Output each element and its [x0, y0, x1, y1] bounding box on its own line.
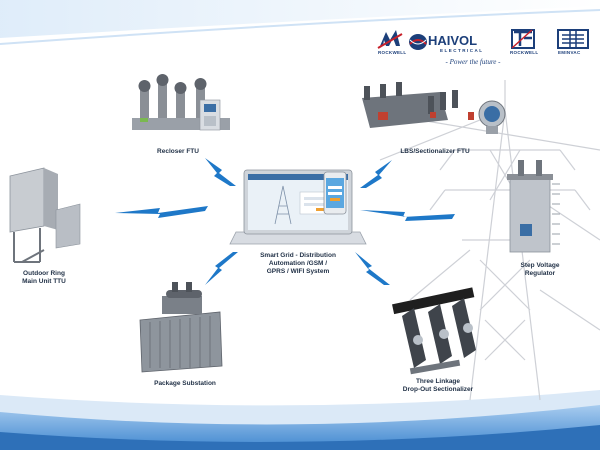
drop-out-sectionalizer-image: [392, 287, 476, 375]
substation-label: Package Substation: [140, 380, 230, 388]
ring-main-unit-image: [9, 167, 81, 263]
signal-bolt-substation: [205, 252, 238, 285]
signal-bolt-lbs: [360, 160, 392, 188]
step-voltage-regulator-image: [507, 160, 560, 253]
signal-bolt-dropout: [355, 252, 390, 285]
logo-eminvac: [557, 29, 589, 49]
logo2-name: HAIVOL: [428, 33, 478, 48]
logo-haivol: [409, 34, 427, 50]
center-label-line-3: GPRS / WIFI System: [266, 268, 330, 275]
signal-bolt-recloser: [205, 158, 236, 186]
dropout-label: Three Linkage Drop-Out Sectionalizer: [388, 378, 488, 394]
logo-rockwell-1: [377, 30, 403, 49]
recloser-image: [132, 74, 230, 131]
top-band: [0, 0, 600, 38]
logo3-caption: ROCKWELL: [510, 50, 539, 55]
lbs-label-line-1: LBS/Sectionalizer FTU: [400, 148, 470, 155]
signal-bolts: [115, 158, 455, 285]
lbs-label: LBS/Sectionalizer FTU: [385, 148, 485, 156]
transmission-tower: [379, 80, 600, 401]
ring-label-line-2: Main Unit TTU: [22, 278, 66, 285]
top-band-line: [0, 9, 600, 45]
signal-bolt-regulator: [360, 210, 455, 221]
logo4-caption: EMINVAC: [558, 50, 581, 55]
center-label-line-2: Automation /GSM /: [268, 260, 328, 267]
lbs-sectionalizer-image: [362, 82, 506, 134]
substation-label-line-1: Package Substation: [154, 380, 216, 387]
regulator-label: Step Voltage Regulator: [500, 262, 580, 278]
package-substation-image: [139, 282, 223, 373]
logo-trf: [511, 29, 535, 49]
dropout-label-line-2: Drop-Out Sectionalizer: [402, 386, 474, 393]
tagline: - Power the future -: [445, 58, 501, 66]
ring-label: Outdoor Ring Main Unit TTU: [4, 270, 84, 286]
regulator-label-line-1: Step Voltage: [520, 262, 560, 269]
dropout-label-line-1: Three Linkage: [415, 378, 461, 385]
center-label: Smart Grid - Distribution Automation /GS…: [240, 252, 356, 276]
recloser-label: Recloser FTU: [138, 148, 218, 156]
center-label-line-1: Smart Grid - Distribution: [260, 252, 336, 259]
logo2-sub: ELECTRICAL: [440, 48, 484, 53]
phone-icon: [323, 171, 347, 215]
bottom-band-dark: [0, 425, 600, 450]
recloser-label-line-1: Recloser FTU: [157, 148, 199, 155]
regulator-label-line-2: Regulator: [524, 270, 556, 277]
logo1-caption: ROCKWELL: [378, 50, 407, 55]
signal-bolt-ring: [115, 206, 208, 218]
ring-label-line-1: Outdoor Ring: [23, 270, 65, 277]
